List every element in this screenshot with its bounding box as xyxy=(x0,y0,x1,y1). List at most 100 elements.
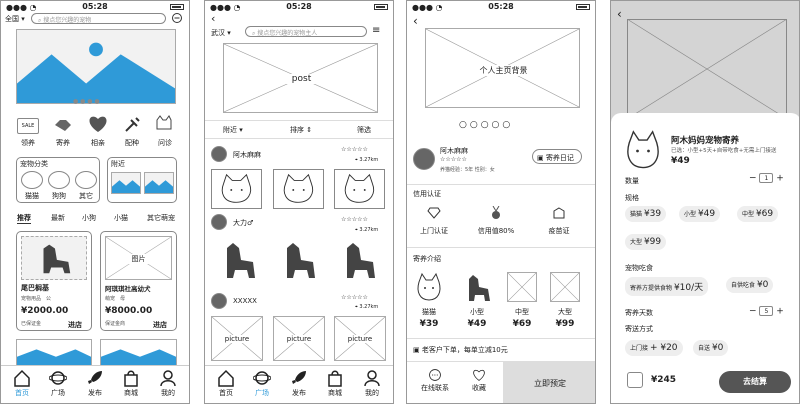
nav-square[interactable]: 广场 xyxy=(41,369,75,398)
shop-button[interactable]: 进店 xyxy=(68,321,82,329)
post-photo[interactable] xyxy=(211,169,262,209)
menu-icon[interactable]: ≡ xyxy=(372,25,381,36)
quantity-stepper[interactable]: − 1 + xyxy=(749,173,784,184)
section-divider xyxy=(407,247,595,248)
nav-mall-label: 商城 xyxy=(328,389,342,397)
status-time: 05:28 xyxy=(286,2,312,11)
message-icon[interactable] xyxy=(171,13,183,24)
nearby-panel[interactable]: 附近 xyxy=(107,157,177,203)
status-time: 05:28 xyxy=(488,2,514,11)
spec-option[interactable]: 猫猫 ¥39 xyxy=(625,206,667,222)
post-photo[interactable] xyxy=(273,169,324,209)
syringe-icon[interactable] xyxy=(122,115,142,135)
product-image xyxy=(21,236,87,280)
foster-diary-button[interactable]: ▣ 寄养日记 xyxy=(532,149,582,164)
filter-sort[interactable]: 排序 ⇕ xyxy=(290,126,313,134)
host-stars: ☆☆☆☆☆ xyxy=(440,156,467,163)
sale-icon[interactable]: SALE xyxy=(17,118,39,134)
search-input[interactable]: ⌕ 搜点您兴趣的宠物 xyxy=(31,13,166,24)
avatar[interactable] xyxy=(211,214,227,230)
bottom-nav: 首页 广场 发布 商城 我的 xyxy=(205,365,393,403)
tab-recommend[interactable]: 推荐 xyxy=(17,214,31,222)
product-card[interactable]: 尾巴榈基 宠物用品 公 ¥2000.00 已保证金 进店 xyxy=(16,231,92,331)
days-stepper[interactable]: − 5 + xyxy=(749,306,784,317)
size-large-image[interactable] xyxy=(550,272,580,302)
avatar[interactable] xyxy=(413,148,435,170)
filter-nearby[interactable]: 附近 ▾ xyxy=(223,126,243,134)
spec-option[interactable]: 中型 ¥69 xyxy=(737,206,779,222)
nearby-image-1[interactable] xyxy=(111,172,141,194)
tab-other[interactable]: 其它萌宠 xyxy=(147,214,175,222)
filter-divider xyxy=(205,120,393,121)
nav-mall[interactable]: 商城 xyxy=(318,369,352,398)
spec-option[interactable]: 小型 ¥49 xyxy=(679,206,721,222)
dog-option[interactable] xyxy=(48,171,70,189)
cat-face-icon xyxy=(283,173,314,203)
post-stars: ☆☆☆☆☆ xyxy=(341,216,368,223)
dog-icon[interactable] xyxy=(463,271,493,303)
nav-mall[interactable]: 商城 xyxy=(114,369,148,398)
product-card[interactable]: 图片 阿琪琪社高幼犬 萌宠 母 ¥8000.00 保证金商 进店 xyxy=(100,231,177,331)
search-placeholder: 搜点您兴趣的宠物 xyxy=(43,17,92,24)
status-bar: ●●● ◔05:28 xyxy=(205,1,393,14)
cat-face-icon[interactable] xyxy=(413,272,445,304)
shop-button[interactable]: 进店 xyxy=(153,321,167,329)
search-input[interactable]: ⌕ 搜点您兴趣的宠物主人 xyxy=(245,26,367,37)
back-icon[interactable]: ‹ xyxy=(211,12,216,25)
svg-text:•••: ••• xyxy=(432,373,439,378)
dog-icon[interactable] xyxy=(279,238,319,280)
nav-mine[interactable]: 我的 xyxy=(151,369,185,398)
handshake-icon[interactable] xyxy=(53,116,73,134)
diary-icon: ▣ xyxy=(537,154,544,162)
quantity-value: 1 xyxy=(759,173,774,183)
avatar[interactable] xyxy=(211,293,227,309)
back-icon[interactable]: ‹ xyxy=(617,7,622,21)
cat-doctor-icon[interactable] xyxy=(154,114,174,134)
tab-kitten[interactable]: 小猫 xyxy=(114,214,128,222)
food-option[interactable]: 自供吃食 ¥0 xyxy=(726,277,774,293)
checkout-button[interactable]: 去结算 xyxy=(719,371,791,393)
dog-icon[interactable] xyxy=(219,238,259,280)
back-icon[interactable]: ‹ xyxy=(413,14,418,28)
favorite-button[interactable]: 收藏 xyxy=(459,368,499,393)
nav-mine[interactable]: 我的 xyxy=(355,369,389,398)
dog-icon[interactable] xyxy=(339,238,379,280)
ship-option[interactable]: 上门接 + ¥20 xyxy=(625,340,683,356)
size-label: 小型 xyxy=(470,308,484,316)
nav-publish[interactable]: 发布 xyxy=(78,369,112,398)
ship-option[interactable]: 自送 ¥0 xyxy=(693,340,729,356)
spec-option[interactable]: 大型 ¥99 xyxy=(625,234,667,250)
banner-image[interactable] xyxy=(16,29,176,104)
food-option[interactable]: 寄养方提供食物 ¥10/天 xyxy=(625,277,709,296)
post-picture[interactable]: picture xyxy=(211,316,263,361)
cart-icon[interactable] xyxy=(627,372,643,388)
size-medium-image[interactable] xyxy=(507,272,537,302)
food-label: 宠物吃食 xyxy=(625,264,653,272)
contact-button[interactable]: •••在线联系 xyxy=(415,368,455,393)
post-photo[interactable] xyxy=(334,169,385,209)
diamond-icon xyxy=(427,207,441,219)
post-picture[interactable]: picture xyxy=(273,316,325,361)
signal-icon: ●●● ◔ xyxy=(6,3,37,12)
hearts-icon[interactable] xyxy=(87,114,109,134)
nav-mine-label: 我的 xyxy=(161,389,175,397)
city-selector[interactable]: 全国 ▾ xyxy=(5,15,25,23)
post-picture[interactable]: picture xyxy=(334,316,386,361)
city-selector[interactable]: 武汉 ▾ xyxy=(211,29,231,37)
tab-latest[interactable]: 最新 xyxy=(51,214,65,222)
filter-screen[interactable]: 筛选 xyxy=(357,126,371,134)
size-price: ¥69 xyxy=(512,319,532,329)
cat-option[interactable] xyxy=(21,171,43,189)
post-banner[interactable]: post xyxy=(223,43,378,113)
nav-home[interactable]: 首页 xyxy=(209,369,243,398)
ship-option-price: ¥0 xyxy=(711,343,724,353)
nav-square[interactable]: 广场 xyxy=(245,369,279,398)
nav-publish[interactable]: 发布 xyxy=(282,369,316,398)
tab-puppy[interactable]: 小狗 xyxy=(82,214,96,222)
nearby-image-2[interactable] xyxy=(144,172,174,194)
nav-square-label: 广场 xyxy=(255,389,269,397)
other-option[interactable] xyxy=(75,171,97,189)
book-now-button[interactable]: 立即预定 xyxy=(503,362,595,403)
nav-home[interactable]: 首页 xyxy=(5,369,39,398)
avatar[interactable] xyxy=(211,146,227,162)
